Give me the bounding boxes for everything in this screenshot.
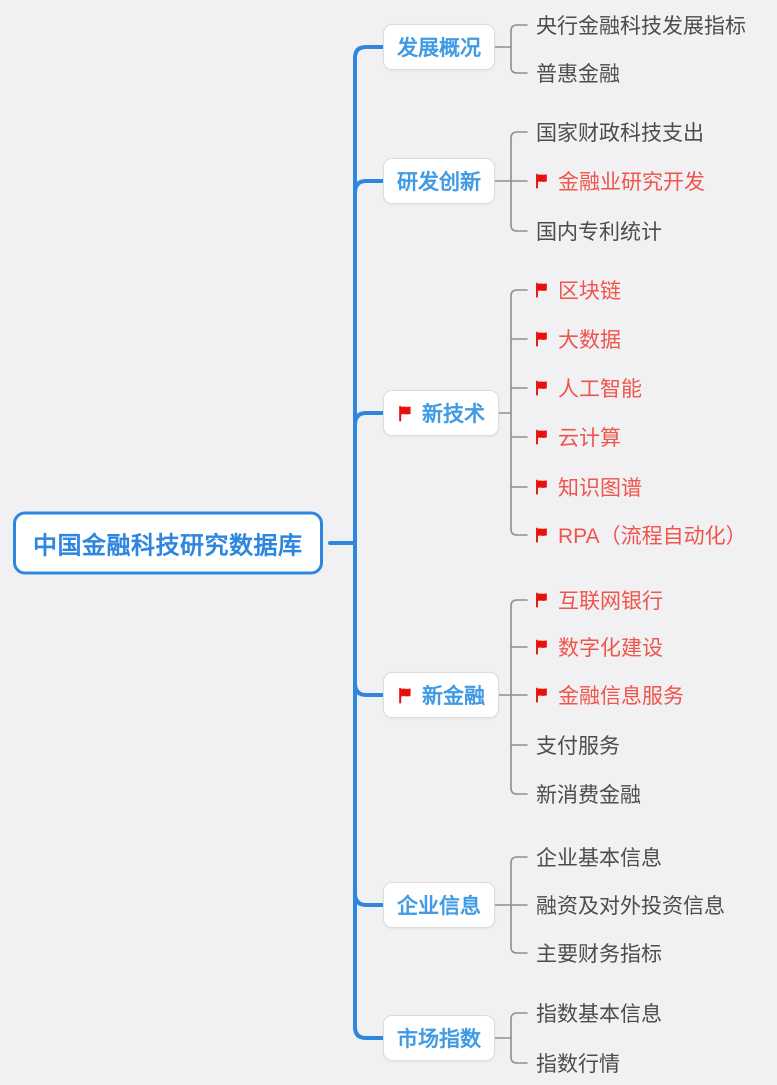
leaf-node[interactable]: 知识图谱: [534, 472, 642, 502]
leaf-label: 金融信息服务: [558, 685, 684, 708]
leaf-label: 云计算: [558, 427, 621, 450]
branch-node-new-finance[interactable]: 新金融: [383, 672, 499, 718]
branch-label: 市场指数: [397, 1028, 481, 1051]
leaf-label: RPA（流程自动化）: [558, 525, 747, 548]
leaf-label: 数字化建设: [558, 637, 663, 660]
leaf-label: 企业基本信息: [536, 847, 662, 870]
branch-label: 发展概况: [397, 37, 481, 60]
leaf-node[interactable]: RPA（流程自动化）: [534, 520, 747, 550]
leaf-node[interactable]: 互联网银行: [534, 585, 663, 615]
leaf-label: 互联网银行: [558, 590, 663, 613]
leaf-label: 主要财务指标: [536, 943, 662, 966]
leaf-node[interactable]: 金融信息服务: [534, 680, 684, 710]
flag-icon: [536, 173, 547, 189]
flag-icon: [536, 380, 547, 396]
flag-icon: [536, 527, 547, 543]
leaf-label: 国家财政科技支出: [536, 122, 704, 145]
flag-icon: [536, 331, 547, 347]
branch-label: 研发创新: [397, 171, 481, 194]
flag-icon: [399, 687, 411, 704]
branch-node-rd-innovation[interactable]: 研发创新: [383, 158, 495, 204]
flag-icon: [536, 687, 547, 703]
root-node[interactable]: 中国金融科技研究数据库: [13, 511, 323, 575]
leaf-label: 知识图谱: [558, 477, 642, 500]
leaf-node[interactable]: 大数据: [534, 324, 621, 354]
flag-icon: [536, 592, 547, 608]
leaf-node[interactable]: 指数基本信息: [536, 998, 662, 1028]
leaf-node[interactable]: 区块链: [534, 275, 621, 305]
leaf-node[interactable]: 国内专利统计: [536, 216, 662, 246]
leaf-node[interactable]: 数字化建设: [534, 632, 663, 662]
leaf-node[interactable]: 企业基本信息: [536, 842, 662, 872]
leaf-node[interactable]: 融资及对外投资信息: [536, 890, 725, 920]
branch-node-development-overview[interactable]: 发展概况: [383, 24, 495, 70]
leaf-label: 区块链: [558, 280, 621, 303]
flag-icon: [536, 639, 547, 655]
leaf-label: 人工智能: [558, 378, 642, 401]
branch-label: 新金融: [422, 685, 485, 708]
leaf-node[interactable]: 央行金融科技发展指标: [536, 10, 746, 40]
flag-icon: [399, 405, 411, 422]
flag-icon: [536, 479, 547, 495]
leaf-label: 央行金融科技发展指标: [536, 15, 746, 38]
leaf-node[interactable]: 主要财务指标: [536, 938, 662, 968]
leaf-label: 指数行情: [536, 1053, 620, 1076]
leaf-label: 指数基本信息: [536, 1003, 662, 1026]
leaf-node[interactable]: 支付服务: [536, 730, 620, 760]
leaf-label: 支付服务: [536, 735, 620, 758]
branch-node-new-technology[interactable]: 新技术: [383, 390, 499, 436]
leaf-label: 金融业研究开发: [558, 171, 705, 194]
leaf-node[interactable]: 金融业研究开发: [534, 166, 705, 196]
leaf-label: 普惠金融: [536, 63, 620, 86]
leaf-label: 新消费金融: [536, 784, 641, 807]
leaf-label: 国内专利统计: [536, 221, 662, 244]
leaf-node[interactable]: 新消费金融: [536, 779, 641, 809]
leaf-label: 融资及对外投资信息: [536, 895, 725, 918]
leaf-node[interactable]: 人工智能: [534, 373, 642, 403]
branch-node-enterprise-info[interactable]: 企业信息: [383, 882, 495, 928]
leaf-node[interactable]: 国家财政科技支出: [536, 117, 704, 147]
flag-icon: [536, 282, 547, 298]
flag-icon: [536, 429, 547, 445]
branch-label: 企业信息: [397, 895, 481, 918]
leaf-node[interactable]: 普惠金融: [536, 58, 620, 88]
leaf-node[interactable]: 指数行情: [536, 1048, 620, 1078]
leaf-label: 大数据: [558, 329, 621, 352]
branch-node-market-index[interactable]: 市场指数: [383, 1015, 495, 1061]
branch-label: 新技术: [422, 403, 485, 426]
leaf-node[interactable]: 云计算: [534, 422, 621, 452]
trunk-line: [353, 45, 385, 1040]
